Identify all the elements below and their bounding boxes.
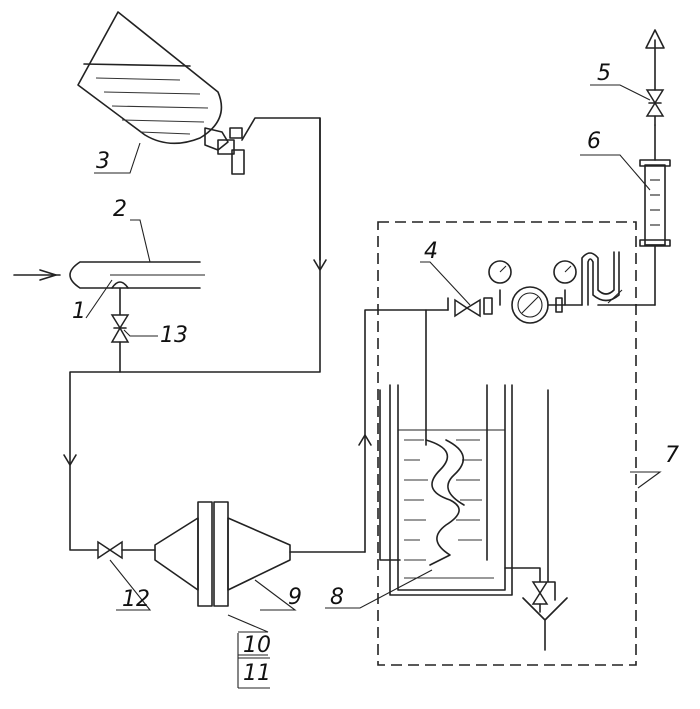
leader-lines: [85, 84, 662, 656]
label-13: 13: [160, 323, 188, 348]
label-10: 10: [243, 633, 271, 658]
filter-unit: [154, 501, 366, 607]
thermostat-bath: [389, 384, 568, 651]
label-2: 2: [113, 197, 127, 222]
label-7: 7: [665, 443, 679, 468]
label-6: 6: [587, 129, 601, 154]
flow-tube: [639, 124, 671, 247]
rising-pipe: [358, 309, 427, 561]
label-3: 3: [96, 149, 110, 174]
valve-5: [645, 29, 665, 126]
thermostatic-enclosure: [377, 221, 637, 666]
label-4: 4: [424, 239, 438, 264]
valve-12: [97, 540, 156, 560]
label-12: 12: [122, 587, 150, 612]
label-8: 8: [330, 585, 344, 610]
label-1: 1: [72, 299, 86, 324]
left-circuit-pipe: [63, 117, 327, 551]
valve-13: [110, 287, 130, 373]
label-5: 5: [597, 61, 611, 86]
label-9: 9: [288, 585, 302, 610]
gas-cylinder: [77, 11, 321, 261]
pressure-regulator: [425, 244, 666, 324]
mixer-tube: [13, 261, 205, 289]
label-11: 11: [243, 661, 271, 686]
